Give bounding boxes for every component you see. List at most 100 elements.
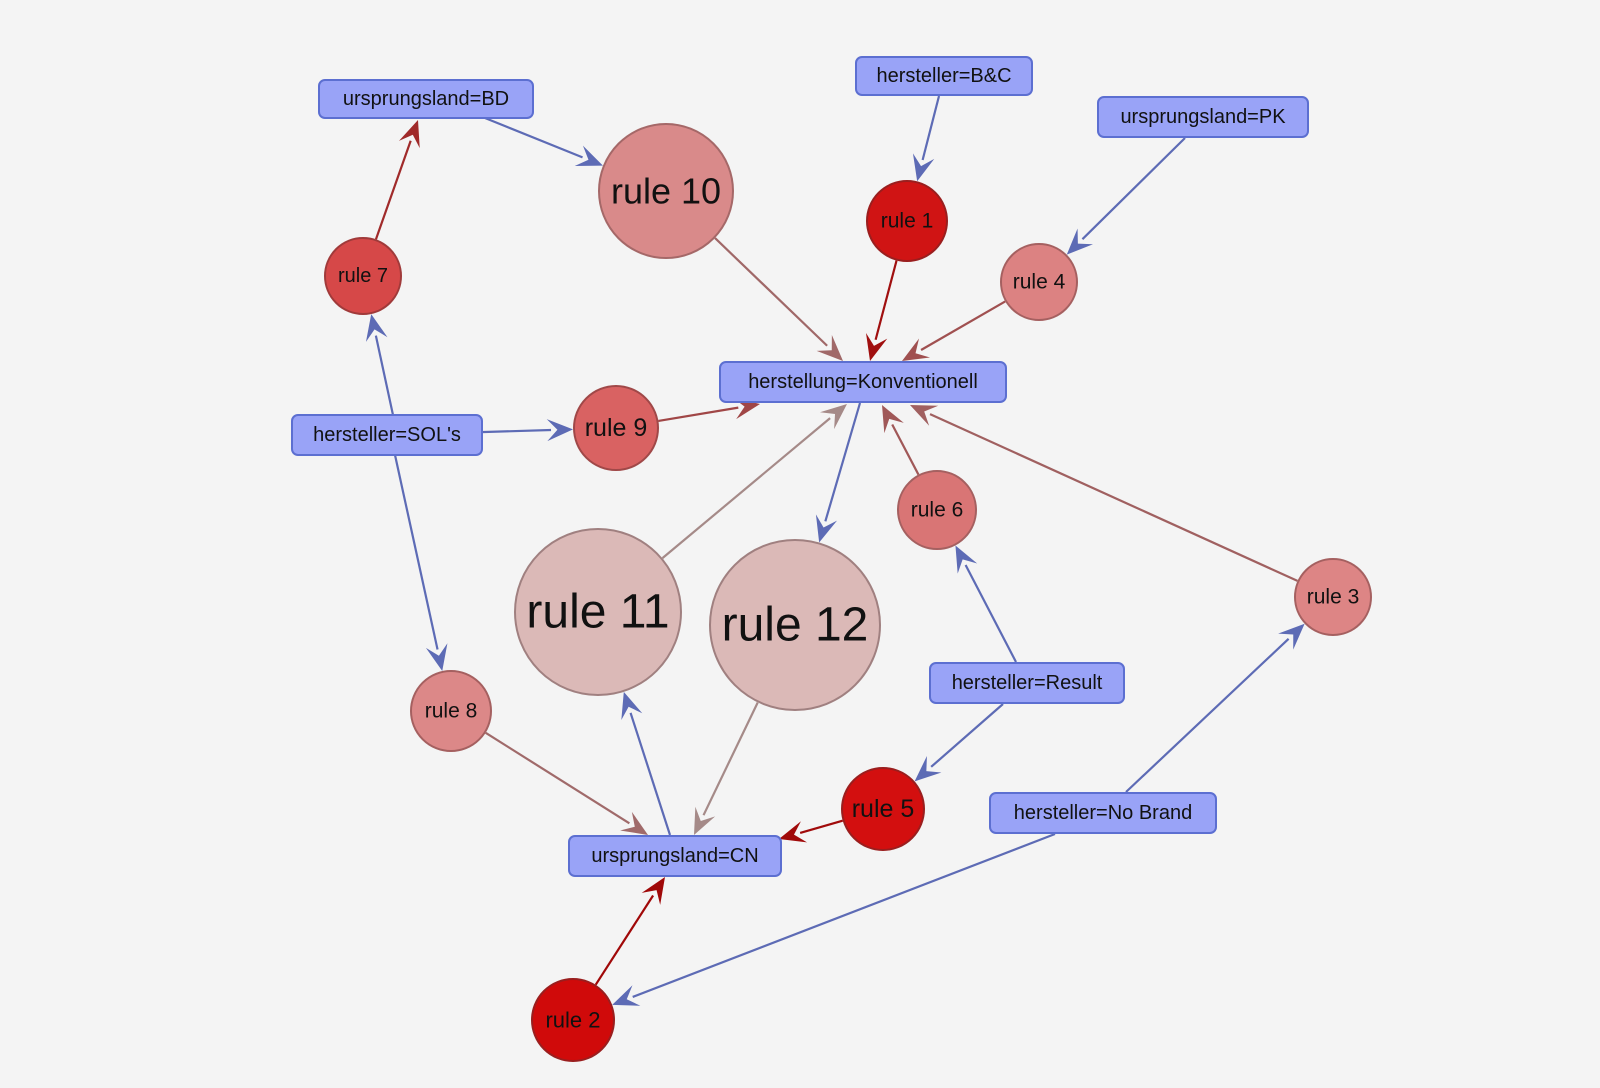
edge-line: [629, 712, 672, 836]
item-node-bd[interactable]: ursprungsland=BD: [318, 79, 534, 119]
edge-result-to-r5: [914, 703, 1004, 782]
edge-arrowhead: [641, 877, 665, 905]
edge-line: [632, 832, 1056, 998]
rule-label: rule 9: [585, 414, 648, 442]
item-label: hersteller=No Brand: [1014, 802, 1192, 824]
rule-label: rule 11: [526, 586, 669, 639]
edge-sols-to-r8: [393, 454, 448, 671]
edge-r7-to-bd: [374, 120, 420, 240]
edge-line: [1125, 638, 1290, 793]
edge-line: [594, 894, 655, 986]
edge-line: [964, 564, 1017, 663]
edge-cn-to-r11: [621, 691, 672, 836]
edges-layer: [365, 95, 1305, 1006]
edge-arrowhead: [882, 405, 904, 434]
rule-node-11[interactable]: rule 11: [514, 528, 682, 696]
rule-node-12[interactable]: rule 12: [709, 539, 881, 711]
edge-r5-to-cn: [779, 819, 843, 843]
item-node-bc[interactable]: hersteller=B&C: [855, 56, 1033, 96]
rule-label: rule 1: [881, 210, 934, 233]
rule-label: rule 10: [611, 171, 721, 212]
item-node-nobrand[interactable]: hersteller=No Brand: [989, 792, 1217, 834]
edge-line: [658, 406, 739, 423]
edge-arrowhead: [955, 545, 978, 574]
edge-nobrand-to-r3: [1125, 623, 1305, 793]
edge-line: [702, 702, 759, 816]
edge-arrowhead: [612, 985, 641, 1006]
edge-pk-to-r4: [1066, 137, 1186, 255]
rule-node-1[interactable]: rule 1: [866, 180, 948, 262]
rule-label: rule 6: [911, 499, 964, 522]
edge-result-to-r6: [955, 545, 1017, 663]
edge-arrowhead: [574, 145, 603, 167]
edge-r8-to-cn: [485, 731, 648, 835]
edge-sols-to-r7: [365, 314, 395, 416]
edge-bc-to-r1: [912, 95, 941, 182]
rule-label: rule 12: [722, 599, 869, 652]
edge-konv-to-r12: [815, 402, 862, 543]
edge-arrowhead: [1066, 228, 1094, 255]
rule-node-9[interactable]: rule 9: [573, 385, 659, 471]
edge-arrowhead: [365, 314, 388, 342]
rule-node-2[interactable]: rule 2: [531, 978, 615, 1062]
item-label: herstellung=Konventionell: [748, 371, 978, 393]
edge-line: [1081, 137, 1186, 240]
edge-line: [374, 140, 412, 240]
edge-r10-to-konv: [714, 237, 843, 361]
edge-arrowhead: [694, 806, 716, 835]
item-label: ursprungsland=CN: [591, 845, 758, 867]
edge-line: [874, 260, 898, 341]
edge-arrowhead: [621, 691, 643, 721]
item-label: hersteller=B&C: [876, 65, 1011, 87]
edge-arrowhead: [910, 405, 939, 426]
edge-line: [393, 454, 439, 650]
item-node-cn[interactable]: ursprungsland=CN: [568, 835, 782, 877]
item-node-result[interactable]: hersteller=Result: [929, 662, 1125, 704]
edge-arrowhead: [546, 419, 574, 442]
edge-arrowhead: [815, 514, 838, 543]
edge-r1-to-konv: [866, 260, 898, 361]
edge-r11-to-konv: [661, 404, 847, 559]
edge-line: [891, 423, 920, 476]
item-label: hersteller=Result: [952, 672, 1103, 694]
edge-arrowhead: [819, 404, 847, 430]
edge-r2-to-cn: [594, 877, 665, 986]
edge-line: [920, 300, 1006, 351]
rule-label: rule 4: [1013, 271, 1066, 294]
item-label: hersteller=SOL's: [313, 424, 461, 446]
rule-label: rule 8: [425, 700, 478, 723]
item-label: ursprungsland=PK: [1120, 106, 1286, 128]
rule-node-8[interactable]: rule 8: [410, 670, 492, 752]
rule-label: rule 3: [1307, 586, 1360, 609]
edge-line: [484, 116, 583, 159]
edge-line: [485, 731, 630, 825]
edge-arrowhead: [398, 120, 420, 149]
item-node-konventionell[interactable]: herstellung=Konventionell: [719, 361, 1007, 403]
edge-arrowhead: [620, 811, 648, 835]
edge-arrowhead: [866, 333, 888, 361]
rule-node-3[interactable]: rule 3: [1294, 558, 1372, 636]
edge-arrowhead: [779, 821, 808, 843]
edge-line: [714, 237, 828, 347]
edge-r12-to-cn: [694, 702, 759, 835]
edge-bd-to-r10: [484, 116, 603, 167]
item-label: ursprungsland=BD: [343, 88, 509, 110]
rule-node-5[interactable]: rule 5: [841, 767, 925, 851]
edge-line: [929, 413, 1298, 582]
rule-node-10[interactable]: rule 10: [598, 123, 734, 259]
edge-line: [661, 417, 831, 559]
rule-node-4[interactable]: rule 4: [1000, 243, 1078, 321]
edge-r6-to-konv: [882, 405, 920, 476]
edge-nobrand-to-r2: [612, 832, 1056, 1006]
nodes-layer: ursprungsland=BD hersteller=B&C ursprung…: [291, 56, 1372, 1062]
edge-arrowhead: [912, 153, 935, 182]
edge-line: [374, 335, 395, 416]
rule-label: rule 2: [545, 1008, 600, 1033]
edge-r4-to-konv: [902, 300, 1006, 361]
item-node-sols[interactable]: hersteller=SOL's: [291, 414, 483, 456]
item-node-pk[interactable]: ursprungsland=PK: [1097, 96, 1309, 138]
rule-node-6[interactable]: rule 6: [897, 470, 977, 550]
rule-node-7[interactable]: rule 7: [324, 237, 402, 315]
edge-arrowhead: [425, 643, 448, 671]
